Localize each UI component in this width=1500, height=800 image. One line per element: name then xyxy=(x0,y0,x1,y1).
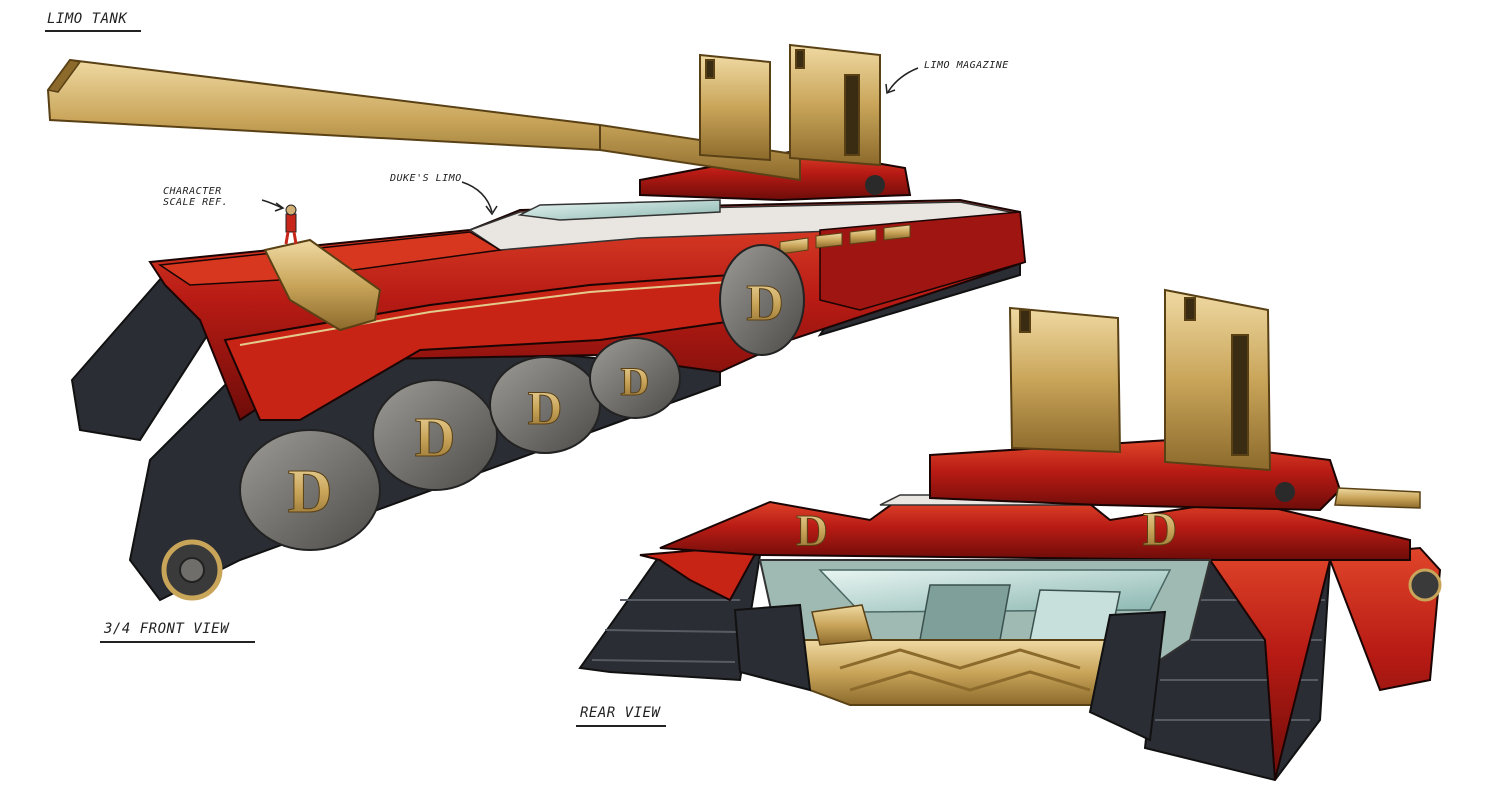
rear-view-limo-magazines xyxy=(1008,288,1272,472)
d-emblem: D xyxy=(288,458,333,526)
front-view-tank: D D D D D xyxy=(46,43,1027,602)
front-view-gold-bumper xyxy=(263,238,382,332)
d-emblem: D xyxy=(528,382,563,435)
character-scale-figure xyxy=(284,204,298,245)
front-view-caption: 3/4 Front View xyxy=(100,621,256,644)
rear-view-tank: D D xyxy=(578,288,1442,782)
front-view-d-emblems: D D D D D xyxy=(287,275,784,527)
rear-view-caption: Rear View xyxy=(576,705,667,728)
dukes-limo-arrow xyxy=(461,181,493,213)
page-title: Limo Tank xyxy=(45,11,142,33)
d-emblem: D xyxy=(746,275,784,332)
annotation-arrows xyxy=(261,67,919,216)
limo-magazine-arrow xyxy=(887,67,919,93)
front-view-cannon-barrel xyxy=(46,58,801,182)
front-view-front-fender xyxy=(223,273,742,421)
character-scale-arrow xyxy=(261,199,283,209)
limo-magazine-label: Limo Magazine xyxy=(924,60,1009,71)
d-emblem: D xyxy=(621,359,650,404)
d-emblem: D xyxy=(415,407,455,469)
d-emblem: D xyxy=(1143,503,1178,556)
d-emblem: D xyxy=(796,506,828,555)
character-scale-ref-label: Character Scale Ref. xyxy=(163,186,229,208)
rear-view-ramp-door xyxy=(798,639,1112,706)
front-view-limo-magazines xyxy=(699,43,881,167)
front-view-road-wheels xyxy=(239,244,805,551)
rear-view-d-emblems: D D xyxy=(796,503,1178,557)
dukes-limo-label: Duke's Limo xyxy=(390,173,462,184)
